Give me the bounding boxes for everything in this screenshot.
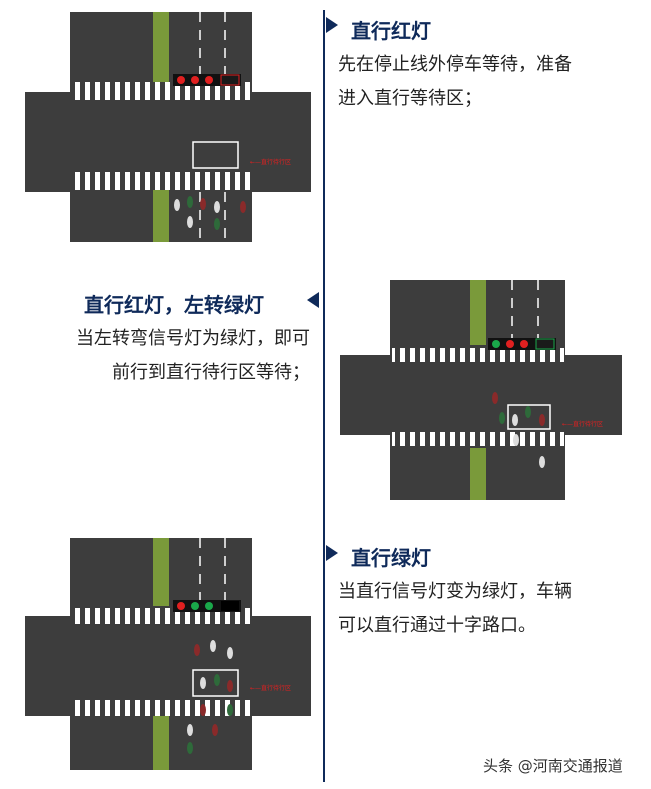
arrow-left-icon [307,292,319,308]
arrow-right-icon [326,17,338,33]
traffic-signal [488,338,556,350]
section-1-line-2: 进入直行等待区； [338,88,482,109]
section-2-title: 直行红灯，左转绿灯 [84,293,264,317]
waiting-zone [192,141,239,169]
median-bottom [470,448,486,500]
median-top [153,12,169,82]
traffic-signal [173,600,241,612]
median-bottom [153,190,169,242]
cars [187,640,233,754]
signal-right [205,602,213,610]
road-horizontal [25,616,311,716]
intersection-diagram-2: ←—直行待行区 [340,280,622,500]
median-top [470,280,486,345]
section-2-body: 当左转弯信号灯为绿灯，即可 前行到直行待行区等待； [8,322,310,390]
center-divider [323,10,325,782]
watermark: 头条 @河南交通报道 [483,757,623,775]
zone-label: ←—直行待行区 [562,420,603,428]
signal-straight [191,76,199,84]
median-bottom [153,716,169,770]
signal-left [177,76,185,84]
zone-label: ←—直行待行区 [250,684,291,692]
waiting-zone [192,669,239,697]
section-1-line-1: 先在停止线外停车等待，准备 [338,54,572,75]
section-3-line-1: 当直行信号灯变为绿灯，车辆 [338,581,572,602]
section-3-line-2: 可以直行通过十字路口。 [338,615,536,636]
cars [492,392,545,468]
signal-right [205,76,213,84]
signal-straight [191,602,199,610]
median-top [153,538,169,606]
section-3-title: 直行绿灯 [351,546,431,570]
section-2-line-1: 当左转弯信号灯为绿灯，即可 [76,328,310,349]
signal-left [492,340,500,348]
intersection-diagram-1: ←—直行待行区 [25,12,311,242]
zone-label: ←—直行待行区 [250,158,291,166]
section-2-line-2: 前行到直行待行区等待； [112,362,310,383]
section-3-body: 当直行信号灯变为绿灯，车辆 可以直行通过十字路口。 [338,575,638,643]
signal-left [177,602,185,610]
crosswalk-top [73,82,253,100]
section-1-body: 先在停止线外停车等待，准备 进入直行等待区； [338,48,638,116]
waiting-zone [507,404,551,430]
traffic-signal [173,74,241,86]
road-horizontal [340,355,622,435]
crosswalk-bottom [73,172,253,190]
signal-right [520,340,528,348]
arrow-right-icon [326,545,338,561]
signal-straight [506,340,514,348]
cars [174,196,246,230]
intersection-diagram-3: ←—直行待行区 [25,538,311,770]
section-1-title: 直行红灯 [351,19,431,43]
